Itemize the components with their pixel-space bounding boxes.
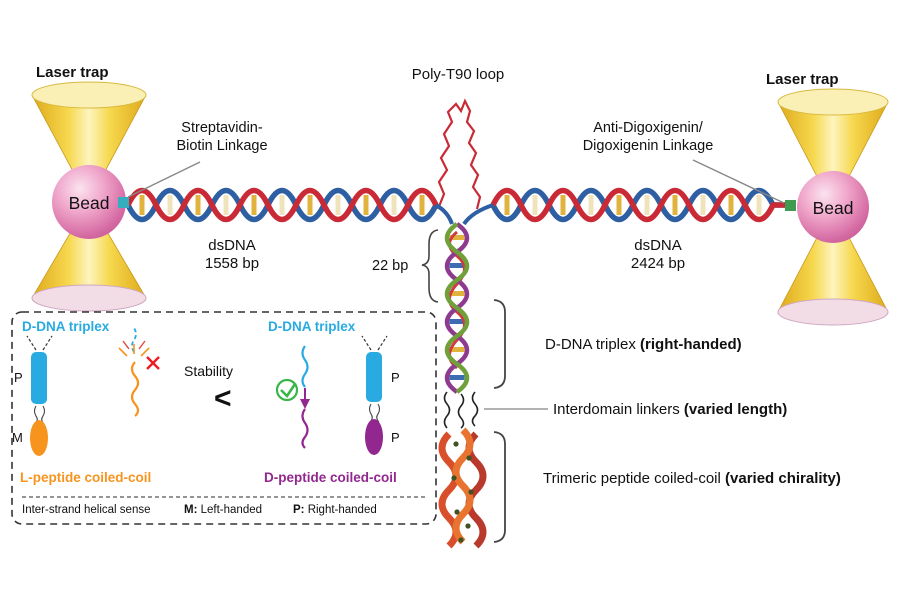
bead-left-shape	[52, 165, 126, 239]
l-peptide-domain-icon	[30, 420, 48, 456]
dsdna-right-label: dsDNA 2424 bp	[608, 237, 708, 274]
legend-m-key: M:	[184, 504, 198, 516]
laser-trap-left-label: Laser trap	[36, 64, 109, 81]
bp22-label: 22 bp	[372, 258, 409, 274]
l-peptide-label: L-peptide coiled-coil	[20, 470, 152, 485]
legend-m-val: Left-handed	[197, 504, 263, 516]
coiled-coil-label-bold: (varied chirality)	[725, 470, 841, 487]
coiled-coil-label: Trimeric peptide coiled-coil (varied chi…	[543, 470, 841, 488]
inset-left-construct	[26, 335, 53, 456]
inset-m-left-label: M	[12, 430, 23, 445]
legend-p: P: Right-handed	[293, 503, 377, 517]
dsdna-left-line2: 1558 bp	[204, 255, 260, 273]
dsdna-right-line2: 2424 bp	[630, 255, 686, 273]
legend-p-val: Right-handed	[304, 504, 377, 516]
laser-trap-right-label: Laser trap	[766, 71, 839, 88]
legend-p-key: P:	[293, 504, 305, 516]
stability-label: Stability	[184, 363, 234, 379]
inset-triplex-left-title: D-DNA triplex	[22, 319, 110, 334]
inset-p-top-left-label: P	[14, 370, 23, 385]
bead-left-label: Bead	[68, 193, 110, 213]
left-linkage-line1: Streptavidin-	[181, 120, 263, 136]
digoxigenin-linkage-marker	[785, 200, 796, 211]
bead-right-shape	[797, 171, 869, 243]
poly-t-loop-shape	[436, 98, 482, 210]
legend-sense: Inter-strand helical sense	[22, 504, 151, 516]
check-icon	[275, 378, 299, 402]
dsdna-right-line1: dsDNA	[634, 237, 682, 254]
triplex-domain-icon-right	[366, 352, 382, 402]
streptavidin-biotin-linkage-marker	[118, 197, 129, 208]
left-linkage-line2: Biotin Linkage	[176, 137, 268, 154]
dsdna-left-line1: dsDNA	[208, 237, 256, 254]
laser-trap-left	[31, 81, 147, 312]
bracket-22bp	[421, 229, 439, 303]
pointer-left-linkage	[127, 161, 201, 198]
right-linkage-label: Anti-Digoxigenin/ Digoxigenin Linkage	[540, 120, 756, 155]
poly-t-loop-label: Poly-T90 loop	[411, 66, 505, 83]
d-peptide-label: D-peptide coiled-coil	[264, 470, 397, 485]
inset-p-bottom-right-label: P	[391, 430, 400, 445]
inset-p-top-right-label: P	[391, 370, 400, 385]
laser-trap-right	[777, 88, 889, 326]
inset-triplex-right-title: D-DNA triplex	[268, 319, 356, 334]
d-peptide-domain-icon	[365, 419, 383, 455]
triplex-domain-icon	[31, 352, 47, 404]
dsdna-left-label: dsDNA 1558 bp	[182, 237, 282, 274]
interdomain-linker-squiggles	[443, 391, 479, 429]
triplex-label-text: D-DNA triplex	[545, 336, 641, 353]
coiled-coil-shape	[438, 427, 487, 549]
left-linkage-label: Streptavidin- Biotin Linkage	[147, 120, 297, 155]
linkers-label-bold: (varied length)	[683, 401, 788, 418]
inset-right-construct	[361, 335, 388, 455]
right-linkage-line1: Anti-Digoxigenin/	[593, 120, 703, 136]
dsdna-right-helix	[490, 187, 788, 223]
triplex-label: D-DNA triplex (right-handed)	[545, 336, 742, 354]
cross-icon	[146, 356, 160, 370]
clash-icon	[118, 327, 160, 417]
linkers-label-text: Interdomain linkers	[553, 401, 684, 418]
inset-box	[11, 311, 437, 525]
bracket-triplex	[493, 299, 506, 389]
legend-m: M: Left-handed	[184, 503, 262, 517]
pointer-right-linkage	[692, 159, 785, 204]
right-linkage-line2: Digoxigenin Linkage	[582, 137, 714, 154]
conversion-column	[300, 345, 310, 449]
bracket-coiled-coil	[493, 431, 506, 543]
coiled-coil-label-text: Trimeric peptide coiled-coil	[543, 470, 726, 487]
triplex-label-bold: (right-handed)	[640, 336, 742, 353]
dsdna-left-helix	[125, 187, 439, 223]
dna-junction	[434, 203, 494, 226]
less-than-symbol: <	[214, 382, 232, 415]
linkers-label: Interdomain linkers (varied length)	[553, 401, 787, 419]
dna-triplex-shape	[444, 222, 470, 394]
bead-right-label: Bead	[812, 198, 854, 218]
